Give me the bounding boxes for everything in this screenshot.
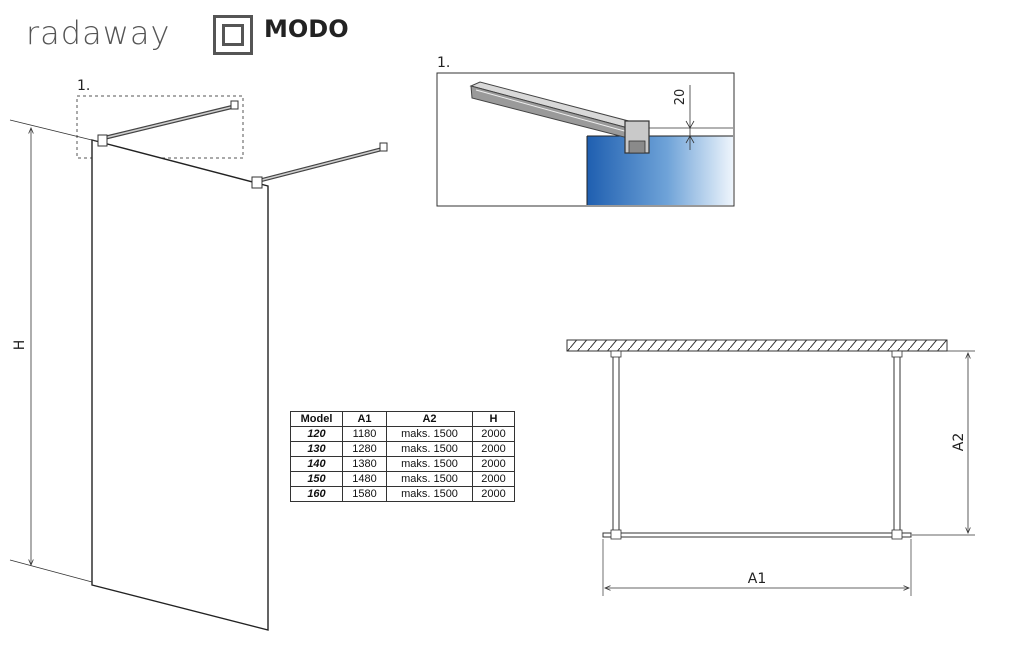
spec-table-header: Model A1 A2 H xyxy=(290,411,515,427)
table-row: 120 1180 maks. 1500 2000 xyxy=(290,426,515,442)
table-row: 140 1380 maks. 1500 2000 xyxy=(290,456,515,472)
cell-h: 2000 xyxy=(472,441,515,457)
cell-h: 2000 xyxy=(472,456,515,472)
cell-a1: 1180 xyxy=(342,426,387,442)
header-a1: A1 xyxy=(342,411,387,427)
cell-a1: 1280 xyxy=(342,441,387,457)
plan-bar-right xyxy=(893,350,901,535)
table-row: 150 1480 maks. 1500 2000 xyxy=(290,471,515,487)
detail-view-label: 1. xyxy=(437,55,450,71)
brand-name: radaway xyxy=(26,14,171,52)
stabilizer-bar-left xyxy=(97,100,239,147)
glass-panel xyxy=(91,139,269,631)
brand-logo: radaway xyxy=(26,13,253,55)
plan-view: A2 A1 xyxy=(566,339,975,596)
depth-label: A2 xyxy=(951,433,967,451)
perspective-view: 1. H xyxy=(9,78,388,631)
height-extension-bottom xyxy=(9,559,93,583)
cell-a2: maks. 1500 xyxy=(386,486,473,502)
cell-a2: maks. 1500 xyxy=(386,456,473,472)
cell-model: 130 xyxy=(290,441,343,457)
height-extension-top xyxy=(9,119,105,144)
plan-glass xyxy=(602,532,912,538)
header-model: Model xyxy=(290,411,343,427)
table-row: 160 1580 maks. 1500 2000 xyxy=(290,486,515,502)
cell-model: 140 xyxy=(290,456,343,472)
width-label: A1 xyxy=(748,571,766,587)
offset-dimension-label: 20 xyxy=(673,89,688,106)
detail-view: 1. 20 xyxy=(436,55,735,207)
height-label: H xyxy=(12,340,28,351)
spec-table: Model A1 A2 H 120 1180 maks. 1500 2000 1… xyxy=(290,411,515,502)
cell-a2: maks. 1500 xyxy=(386,441,473,457)
cell-a2: maks. 1500 xyxy=(386,426,473,442)
detail-bar xyxy=(469,81,650,154)
cell-model: 150 xyxy=(290,471,343,487)
glass-edge xyxy=(587,136,733,205)
table-row: 130 1280 maks. 1500 2000 xyxy=(290,441,515,457)
cell-a1: 1380 xyxy=(342,456,387,472)
plan-bar-left xyxy=(612,350,620,535)
cell-h: 2000 xyxy=(472,426,515,442)
cell-a1: 1480 xyxy=(342,471,387,487)
wall-section xyxy=(566,339,948,352)
header-h: H xyxy=(472,411,515,427)
cell-h: 2000 xyxy=(472,471,515,487)
cell-model: 160 xyxy=(290,486,343,502)
stabilizer-bar-right xyxy=(251,142,388,189)
model-title: MODO xyxy=(264,15,349,43)
cell-a1: 1580 xyxy=(342,486,387,502)
detail-callout-label: 1. xyxy=(77,78,90,94)
header-a2: A2 xyxy=(386,411,473,427)
brand-square-icon xyxy=(213,15,253,55)
cell-model: 120 xyxy=(290,426,343,442)
cell-a2: maks. 1500 xyxy=(386,471,473,487)
cell-h: 2000 xyxy=(472,486,515,502)
